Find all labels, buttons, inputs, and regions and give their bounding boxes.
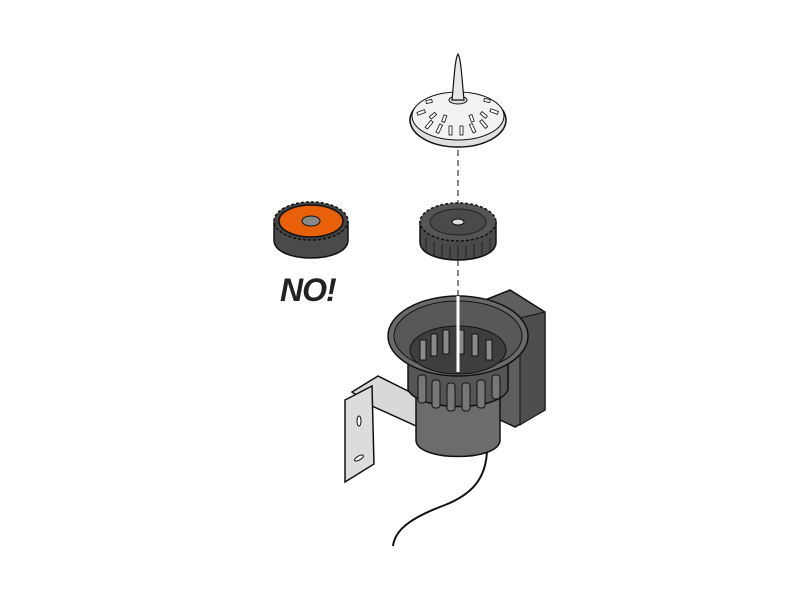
spray-disc bbox=[409, 52, 507, 148]
power-cable bbox=[392, 447, 488, 547]
warning-label: NO! bbox=[280, 272, 337, 308]
incorrect-gear bbox=[273, 201, 349, 259]
mounting-bracket bbox=[344, 375, 431, 484]
impeller-gear bbox=[419, 202, 497, 261]
